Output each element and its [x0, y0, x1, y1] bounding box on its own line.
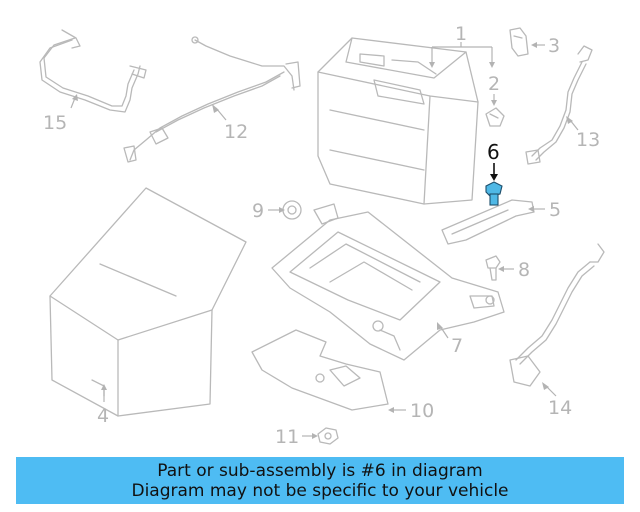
callout-9: 9: [252, 200, 264, 222]
parts-diagram: 1 2 3 4 5 6 7 8 9 10 11 12 13 14 15: [39, 23, 605, 448]
callout-12: 12: [224, 121, 248, 143]
banner-line-disclaimer: Diagram may not be specific to your vehi…: [131, 480, 509, 501]
harness-part-12: [123, 36, 301, 163]
clip-part-3: [509, 27, 529, 57]
callout-3: 3: [548, 35, 560, 57]
callout-13: 13: [576, 129, 600, 151]
callout-7: 7: [451, 335, 463, 357]
callout-10: 10: [410, 400, 434, 422]
leader-lines: [70, 42, 579, 439]
bolt-part-6-highlighted: [485, 181, 503, 206]
bolt-part-8: [485, 255, 501, 281]
callout-15: 15: [43, 112, 67, 134]
grommet-part-9: [282, 200, 302, 220]
bracket-part-5: [441, 199, 535, 245]
cover-part-4: [49, 187, 247, 417]
banner-line-part-number: Part or sub-assembly is #6 in diagram: [157, 460, 483, 481]
plate-part-10: [251, 329, 389, 411]
plug-part-2: [485, 107, 505, 127]
callout-14: 14: [548, 397, 572, 419]
cable-part-15: [39, 29, 147, 113]
callout-2: 2: [488, 73, 500, 95]
callout-1: 1: [455, 23, 467, 45]
callout-11: 11: [275, 426, 299, 448]
tray-part-7: [271, 203, 505, 361]
cable-part-14: [509, 243, 605, 387]
callout-8: 8: [518, 259, 530, 281]
callout-5: 5: [549, 199, 561, 221]
callout-4: 4: [97, 405, 109, 427]
battery-part-1: [317, 37, 479, 205]
callout-6-highlighted: 6: [487, 140, 500, 164]
info-banner: Part or sub-assembly is #6 in diagram Di…: [16, 457, 624, 504]
nut-part-11: [317, 427, 339, 445]
